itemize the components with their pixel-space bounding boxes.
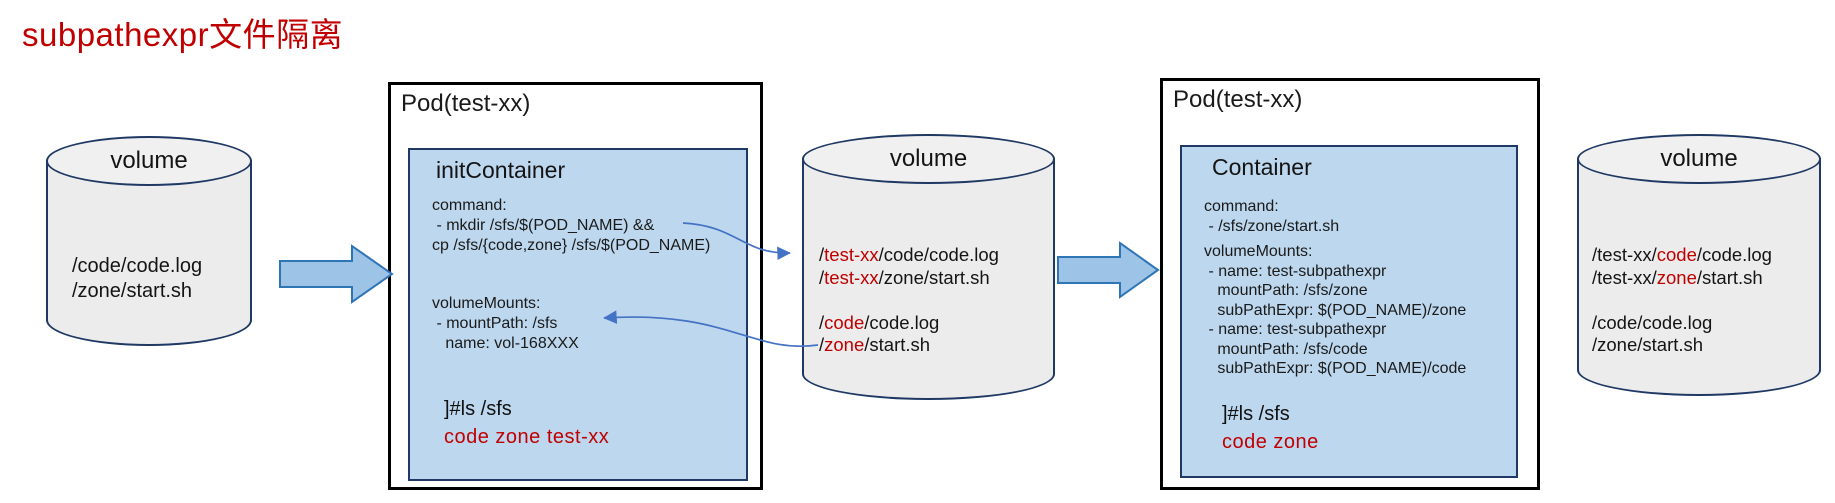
volume-path-line: /test-xx/zone/start.sh xyxy=(819,267,999,290)
volume-label: volume xyxy=(1660,145,1738,172)
volume-right-cylinder: volume /test-xx/code/code.log/test-xx/zo… xyxy=(1577,134,1821,396)
path-segment: /start.sh xyxy=(1696,266,1763,288)
volume-path-line: /code/code.log xyxy=(72,254,202,279)
pod-title: Pod(test-xx) xyxy=(401,90,531,117)
path-segment: /code.log xyxy=(1696,244,1772,265)
container-title: initContainer xyxy=(436,157,566,183)
volume-path-line: /test-xx/code/code.log xyxy=(1592,244,1772,267)
volume-paths: /test-xx/code/code.log/test-xx/zone/star… xyxy=(1592,244,1772,357)
path-segment: zone xyxy=(824,334,865,355)
volume-path-line: /code/code.log xyxy=(819,312,999,335)
shell-block: ]#ls /sfs code zone xyxy=(1222,403,1319,454)
pod-right-box: Pod(test-xx) Container command: - /sfs/z… xyxy=(1160,78,1540,490)
path-segment: /test-xx/ xyxy=(1592,244,1657,265)
path-segment: test-xx xyxy=(824,244,879,265)
path-segment: /zone/start.sh xyxy=(878,266,990,288)
volume-mounts-code: volumeMounts: - name: test-subpathexpr m… xyxy=(1204,243,1467,377)
path-segment: /code/code.log xyxy=(1592,311,1713,333)
pod-left-box: Pod(test-xx) initContainer command: - mk… xyxy=(388,82,763,490)
path-segment: code xyxy=(1656,244,1697,265)
volume-left-cylinder: volume /code/code.log/zone/start.sh xyxy=(46,136,252,346)
cylinder-top xyxy=(802,134,1055,184)
volume-paths: /code/code.log/zone/start.sh xyxy=(72,254,202,304)
path-segment: / xyxy=(819,244,825,265)
shell-block: ]#ls /sfs code zone test-xx xyxy=(444,398,609,449)
volume-label: volume xyxy=(889,145,968,172)
path-segment: / xyxy=(819,311,825,333)
path-segment: /code/code.log xyxy=(72,255,203,277)
path-segment: /test-xx/ xyxy=(1592,266,1657,288)
shell-output: code zone test-xx xyxy=(444,426,610,448)
volume-label: volume xyxy=(110,147,188,174)
volume-path-line: /zone/start.sh xyxy=(72,279,202,304)
cylinder-body xyxy=(1577,158,1821,396)
pod-title: Pod(test-xx) xyxy=(1173,86,1303,113)
volume-middle-cylinder: volume /test-xx/code/code.log/test-xx/zo… xyxy=(802,134,1055,400)
shell-output: code zone xyxy=(1222,431,1319,453)
volume-path-line xyxy=(1592,289,1772,312)
volume-path-line: /zone/start.sh xyxy=(819,334,999,357)
path-segment: code xyxy=(824,311,865,333)
init-container-box: initContainer command: - mkdir /sfs/$(PO… xyxy=(408,148,748,481)
flow-arrow-left-icon xyxy=(279,244,394,304)
volume-path-line: /test-xx/code/code.log xyxy=(819,244,999,267)
cylinder-body xyxy=(802,158,1055,400)
volume-path-line: /test-xx/zone/start.sh xyxy=(1592,267,1772,290)
container-title: Container xyxy=(1212,154,1312,180)
volume-paths: /test-xx/code/code.log/test-xx/zone/star… xyxy=(819,244,999,357)
volume-path-line: /zone/start.sh xyxy=(1592,334,1772,357)
path-segment: /zone/start.sh xyxy=(1592,334,1704,355)
volume-path-line: /code/code.log xyxy=(1592,312,1772,335)
path-segment: /code.log xyxy=(864,311,940,333)
path-segment: zone xyxy=(1656,266,1697,288)
cylinder-top xyxy=(46,136,252,186)
flow-arrow-right-icon xyxy=(1057,241,1160,299)
shell-prompt: ]#ls /sfs xyxy=(1222,403,1290,425)
path-segment: /code/code.log xyxy=(878,244,999,265)
path-segment: /start.sh xyxy=(864,334,931,355)
cylinder-top xyxy=(1577,134,1821,184)
container-box: Container command: - /sfs/zone/start.sh … xyxy=(1180,145,1518,478)
path-segment: /zone/start.sh xyxy=(72,280,193,302)
path-segment: test-xx xyxy=(824,266,879,288)
volume-path-line xyxy=(819,289,999,312)
command-code: command: - /sfs/zone/start.sh xyxy=(1204,198,1340,235)
volume-mounts-code: volumeMounts: - mountPath: /sfs name: vo… xyxy=(432,295,579,352)
path-segment: / xyxy=(819,334,825,355)
command-code: command: - mkdir /sfs/$(POD_NAME) && cp … xyxy=(432,197,711,254)
shell-prompt: ]#ls /sfs xyxy=(444,398,512,420)
cylinder-body xyxy=(46,160,252,346)
path-segment: / xyxy=(819,266,825,288)
slide-title: subpathexpr文件隔离 xyxy=(22,16,344,53)
